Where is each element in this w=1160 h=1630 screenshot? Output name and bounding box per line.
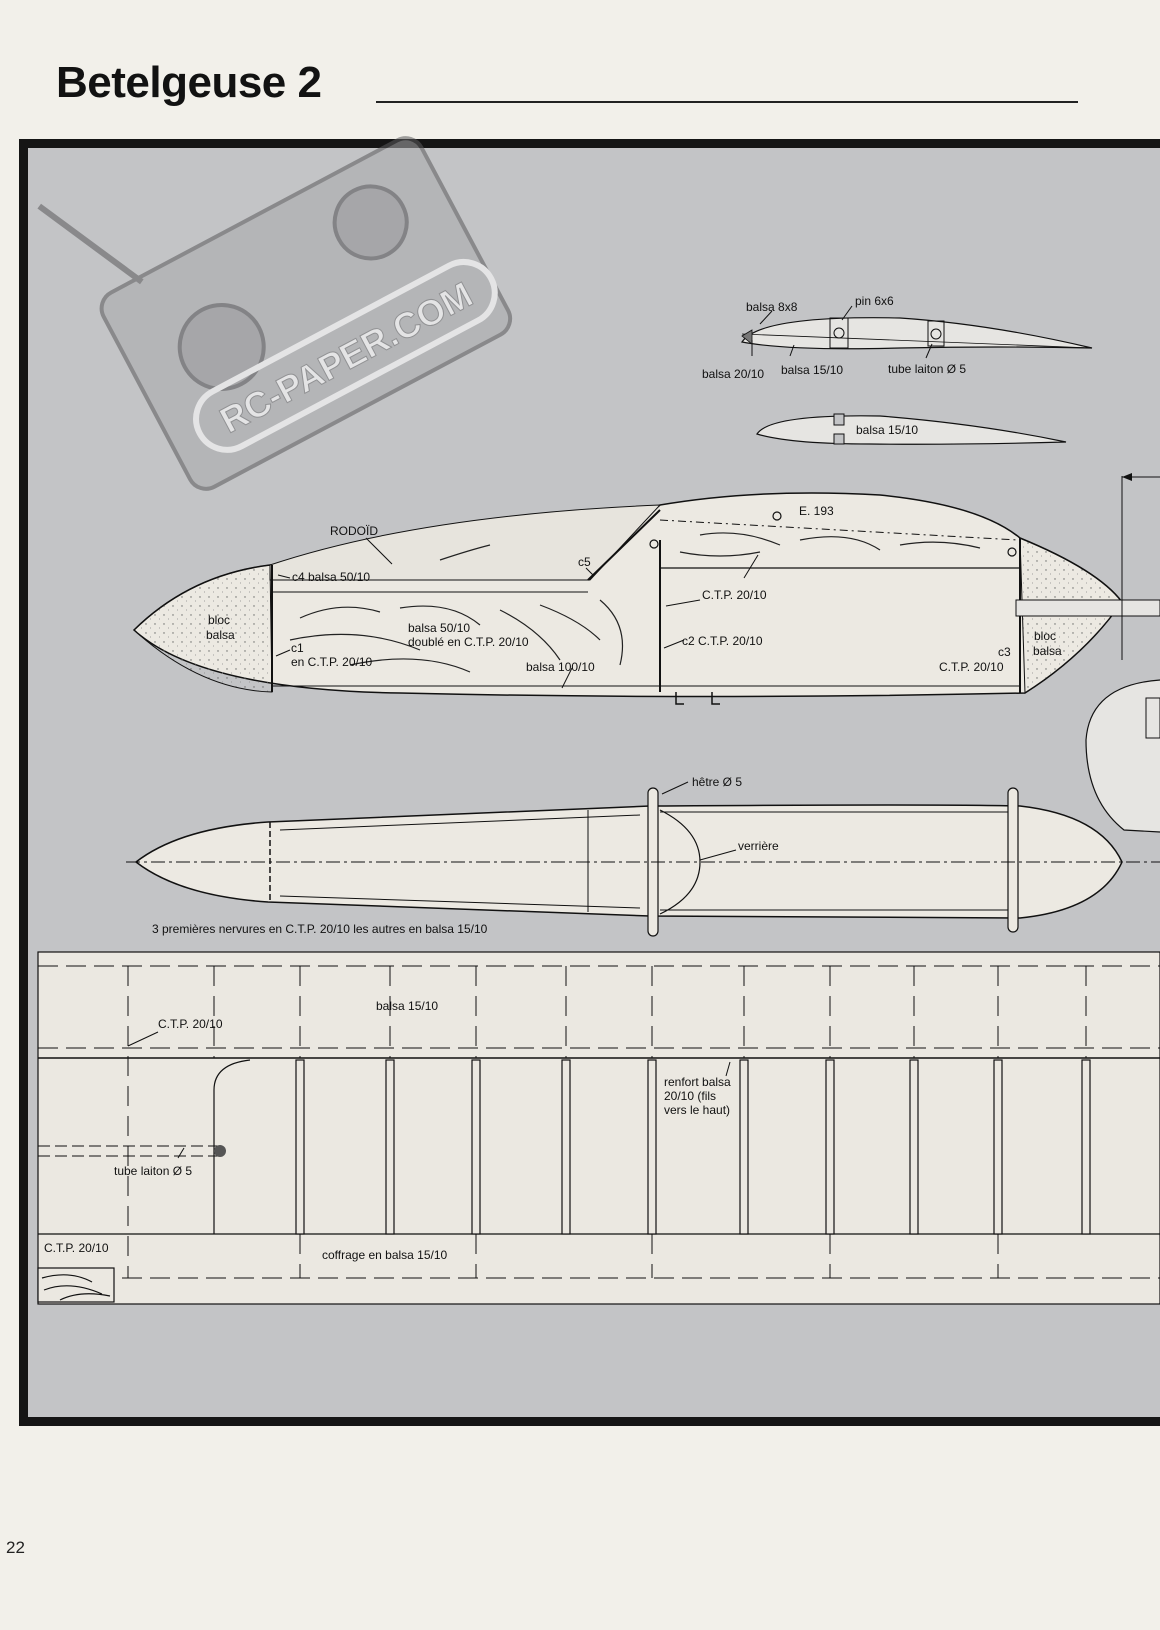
leader [277, 574, 291, 579]
leader [663, 639, 685, 649]
label-c3: c3 [998, 645, 1011, 659]
label-tail-balsa: balsa [1033, 644, 1062, 658]
tube-front [833, 327, 845, 339]
leader [665, 599, 701, 607]
wing-chord-line [741, 333, 1093, 349]
tail-notch-bottom [833, 433, 845, 445]
label-doubler-ctp: doublé en C.T.P. 20/10 [408, 635, 529, 649]
fin-partial [1085, 679, 1160, 833]
leader [789, 344, 795, 357]
leader [841, 305, 853, 321]
label-nose-balsa: balsa [206, 628, 235, 642]
label-tail-bloc: bloc [1034, 629, 1056, 643]
dimension-arrow [1122, 473, 1132, 481]
label-rodoid: RODOÏD [330, 524, 378, 538]
tube-rear [930, 328, 942, 340]
label-dowel: hêtre Ø 5 [692, 775, 742, 789]
wing-plan-panel [37, 951, 1160, 1305]
label-tail-sheet: balsa 15/10 [856, 423, 918, 437]
wing-section: balsa 8x8 pin 6x6 balsa 20/10 balsa 15/1… [702, 294, 1093, 381]
stick-right [332, 184, 409, 261]
watermark-logo: RC-PAPER.COM [37, 136, 513, 491]
leader [699, 849, 737, 861]
leader [661, 781, 689, 795]
label-root-ctp: C.T.P. 20/10 [44, 1241, 109, 1255]
top-inner-line [279, 895, 641, 909]
leader [925, 343, 933, 359]
leader [743, 554, 759, 579]
canopy-former [587, 509, 661, 581]
leader [725, 1061, 731, 1077]
wood-grain [289, 532, 981, 673]
label-verriere: verrière [738, 839, 779, 853]
leader [561, 667, 573, 689]
dowel-rear [1007, 787, 1019, 933]
leader [127, 1031, 159, 1047]
label-ctp-deck: C.T.P. 20/10 [702, 588, 767, 602]
label-c3-ctp: C.T.P. 20/10 [939, 660, 1004, 674]
wing-mount-line [659, 519, 1019, 541]
label-balsa-8x8: balsa 8x8 [746, 300, 798, 314]
label-nose-bloc: bloc [208, 613, 230, 627]
label-renfort-2: 20/10 (fils [664, 1089, 716, 1103]
label-c5: c5 [578, 555, 591, 569]
label-coffrage: coffrage en balsa 15/10 [322, 1248, 448, 1262]
label-c1-ctp: en C.T.P. 20/10 [291, 655, 372, 669]
hook [711, 692, 720, 705]
label-c1: c1 [291, 641, 304, 655]
leader [365, 537, 393, 565]
tailplane-mount [1015, 599, 1160, 617]
root-grain [41, 1274, 111, 1301]
tube-end [214, 1145, 226, 1157]
root-fairing [213, 1059, 251, 1234]
watermark-banner [193, 259, 498, 453]
tail-section: balsa 15/10 [756, 413, 1067, 445]
fuselage-side-view: RODOÏD E. 193 c4 balsa 50/10 c5 C.T.P. 2… [132, 473, 1160, 833]
root-ctp-block [37, 1267, 115, 1303]
wing-rib-profile [740, 317, 1093, 350]
label-wing-sheet: balsa 15/10 [781, 363, 843, 377]
page-title: Betelgeuse 2 [56, 58, 322, 107]
label-renfort-3: vers le haut) [664, 1103, 730, 1117]
top-inner-line [279, 814, 641, 831]
label-wing-plan-tube: tube laiton Ø 5 [114, 1164, 192, 1178]
fuselage-top-view: hêtre Ø 5 verrière 3 premières nervures … [126, 775, 1160, 937]
fin-slot [1145, 697, 1160, 739]
leader [275, 649, 291, 657]
label-renfort-1: renfort balsa [664, 1075, 731, 1089]
hook [675, 692, 684, 705]
tail-notch-top [833, 413, 845, 426]
label-profile: E. 193 [799, 504, 834, 518]
transmitter-antenna [37, 203, 144, 285]
label-wing-plan-ctp: C.T.P. 20/10 [158, 1017, 223, 1031]
rib-dashes [127, 966, 1087, 1278]
leader [759, 310, 773, 325]
dowel-hole-rear [1007, 547, 1017, 557]
dowel-hole-front [649, 539, 659, 549]
wing-plan: balsa 15/10 C.T.P. 20/10 renfort balsa 2… [37, 951, 1160, 1305]
leader [585, 567, 595, 577]
label-pin: pin 6x6 [855, 294, 894, 308]
stick-left [177, 302, 266, 391]
label-leading-edge: balsa 20/10 [702, 367, 764, 381]
label-ribs-note: 3 premières nervures en C.T.P. 20/10 les… [152, 922, 488, 936]
title-rule [376, 101, 1078, 103]
page-number: 22 [6, 1538, 25, 1557]
label-bottom: balsa 100/10 [526, 660, 595, 674]
label-wing-plan-sheet: balsa 15/10 [376, 999, 438, 1013]
profile-mark [772, 511, 782, 521]
label-doubler-balsa: balsa 50/10 [408, 621, 470, 635]
canopy-verriere [659, 809, 701, 915]
label-c2: c2 C.T.P. 20/10 [682, 634, 763, 648]
label-wing-tube: tube laiton Ø 5 [888, 362, 966, 376]
spar-front [829, 317, 849, 349]
canopy-rodoid [269, 504, 662, 581]
nose-bloc [133, 564, 273, 693]
spar-rear [927, 320, 945, 347]
leader [177, 1147, 185, 1159]
leading-edge-block [741, 329, 753, 345]
label-c4: c4 balsa 50/10 [292, 570, 370, 584]
